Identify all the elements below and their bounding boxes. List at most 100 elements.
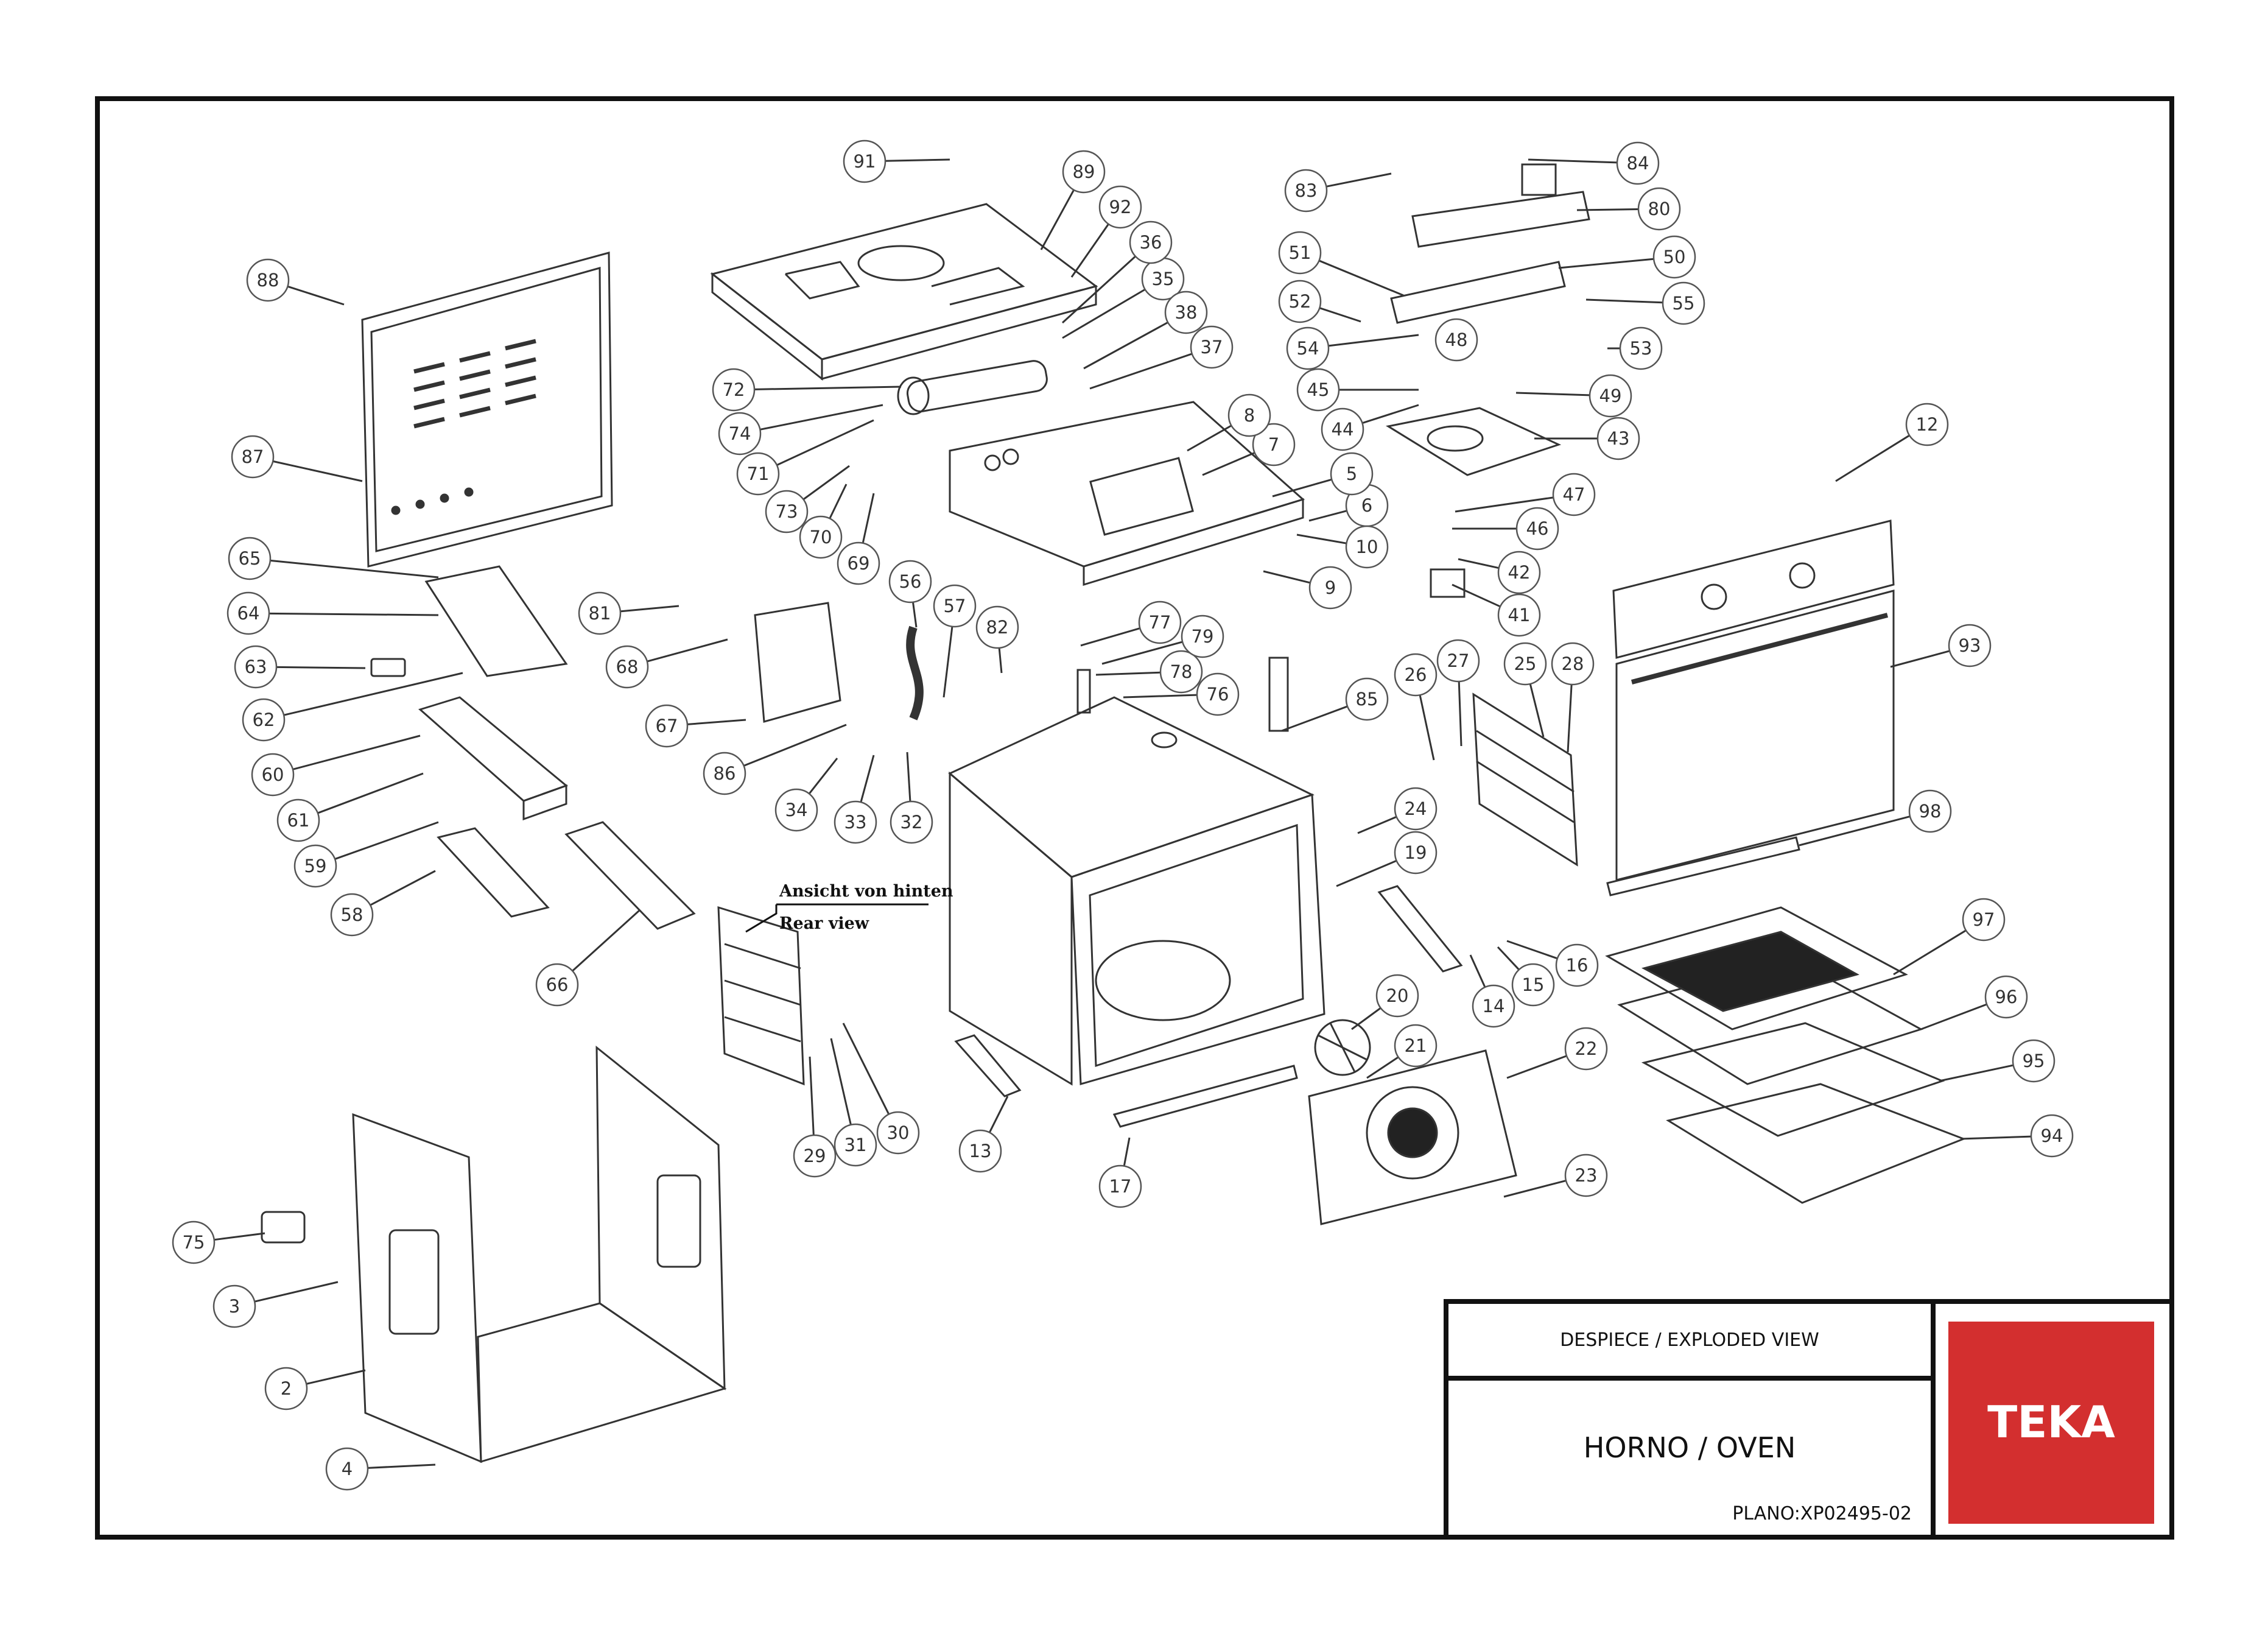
callout-number: 82	[986, 617, 1009, 638]
callout-number: 51	[1289, 242, 1311, 263]
callout-number: 17	[1109, 1176, 1132, 1197]
callout-circle	[242, 698, 286, 742]
callout-circle	[1555, 943, 1599, 987]
part-hinge-14	[1377, 885, 1463, 973]
callout-leader	[760, 404, 883, 431]
callout-leader	[269, 612, 439, 616]
callout-leader	[283, 672, 463, 716]
callout-29: 29	[793, 1056, 837, 1178]
callout-52: 52	[1278, 280, 1361, 323]
callout-circle	[1196, 672, 1240, 716]
callout-circle	[1321, 407, 1364, 451]
part-control-board	[1411, 163, 1590, 248]
callout-leader	[754, 386, 902, 390]
callout-leader	[829, 484, 848, 519]
callout-69: 69	[837, 493, 880, 585]
callout-number: 14	[1483, 996, 1505, 1016]
callout-leader	[1558, 258, 1654, 269]
callout-number: 59	[304, 856, 327, 876]
callout-number: 91	[854, 151, 876, 172]
callout-number: 15	[1522, 974, 1545, 995]
callout-circle	[1394, 831, 1438, 875]
callout-leader	[906, 752, 911, 802]
callout-number: 5	[1346, 463, 1357, 484]
callout-number: 50	[1663, 247, 1686, 267]
callout-circle	[172, 1220, 216, 1264]
callout-61: 61	[276, 772, 424, 842]
callout-number: 47	[1563, 484, 1585, 505]
callout-number: 88	[257, 270, 279, 291]
callout-leader	[367, 1463, 436, 1469]
callout-23: 23	[1503, 1153, 1608, 1198]
callout-leader	[1506, 940, 1558, 960]
callout-leader	[862, 493, 875, 544]
brand-logo: TEKA	[1987, 1396, 2115, 1448]
callout-number: 68	[616, 657, 639, 677]
callout-circle	[1129, 220, 1173, 264]
callout-49: 49	[1515, 374, 1632, 418]
callout-leader	[1458, 558, 1500, 569]
callout-circle	[1278, 231, 1322, 275]
callout-leader	[1318, 259, 1404, 297]
annotation-line1: Ansicht von hinten	[779, 882, 953, 901]
callout-number: 27	[1447, 650, 1470, 671]
callout-number: 26	[1405, 664, 1427, 685]
title-block-line1: DESPIECE / EXPLODED VIEW	[1560, 1329, 1819, 1351]
callout-circle	[1619, 326, 1663, 370]
callout-circle	[843, 139, 886, 183]
part-oven-cavity	[948, 696, 1325, 1086]
callout-circle	[765, 490, 809, 534]
callout-leader	[292, 734, 421, 770]
part-75	[261, 1211, 306, 1244]
callout-leader	[1328, 334, 1419, 347]
callout-87: 87	[231, 435, 363, 482]
callout-number: 86	[714, 763, 736, 784]
callout-86: 86	[703, 724, 847, 795]
callout-16: 16	[1506, 940, 1599, 987]
callout-leader	[1089, 353, 1193, 390]
callout-circle	[1159, 650, 1203, 694]
callout-circle	[1296, 368, 1340, 412]
part-78	[1076, 669, 1091, 714]
callout-leader	[254, 1281, 339, 1303]
callout-circle	[1436, 639, 1480, 683]
callout-circle	[1511, 963, 1555, 1007]
callout-circle	[1962, 898, 2006, 942]
callout-number: 12	[1916, 414, 1939, 435]
callout-leader	[1187, 424, 1232, 452]
callout-number: 73	[776, 501, 798, 522]
part-top-cover	[710, 203, 1098, 381]
callout-leader	[802, 465, 850, 501]
callout-26: 26	[1394, 653, 1438, 761]
callout-number: 94	[2041, 1125, 2063, 1146]
callout-7: 7	[1202, 423, 1296, 476]
callout-65: 65	[228, 537, 439, 580]
callout-leader	[998, 647, 1003, 674]
part-switch	[1430, 568, 1466, 598]
callout-number: 2	[281, 1378, 292, 1399]
callout-68: 68	[605, 638, 728, 689]
callout-number: 64	[237, 603, 260, 624]
callout-leader	[1419, 694, 1435, 761]
callout-number: 19	[1405, 842, 1427, 863]
callout-leader	[1890, 650, 1950, 668]
callout-97: 97	[1893, 898, 2006, 976]
callout-circle	[251, 753, 295, 797]
callout-38: 38	[1083, 291, 1208, 370]
callout-85: 85	[1281, 677, 1389, 732]
callout-circle	[212, 1284, 256, 1328]
callout-circle	[1551, 642, 1595, 686]
callout-55: 55	[1585, 281, 1705, 325]
callout-leader	[1101, 641, 1183, 665]
callout-circle	[1190, 325, 1234, 369]
callout-leader	[272, 460, 363, 482]
part-lower-bracket	[437, 827, 550, 918]
callout-circle	[535, 963, 579, 1007]
callout-number: 45	[1307, 379, 1330, 400]
callout-number: 55	[1673, 293, 1695, 314]
callout-leader	[1319, 307, 1361, 323]
part-strip-17	[1112, 1065, 1298, 1128]
title-block-line2: HORNO / OVEN	[1584, 1431, 1796, 1464]
callout-number: 93	[1959, 635, 1981, 656]
